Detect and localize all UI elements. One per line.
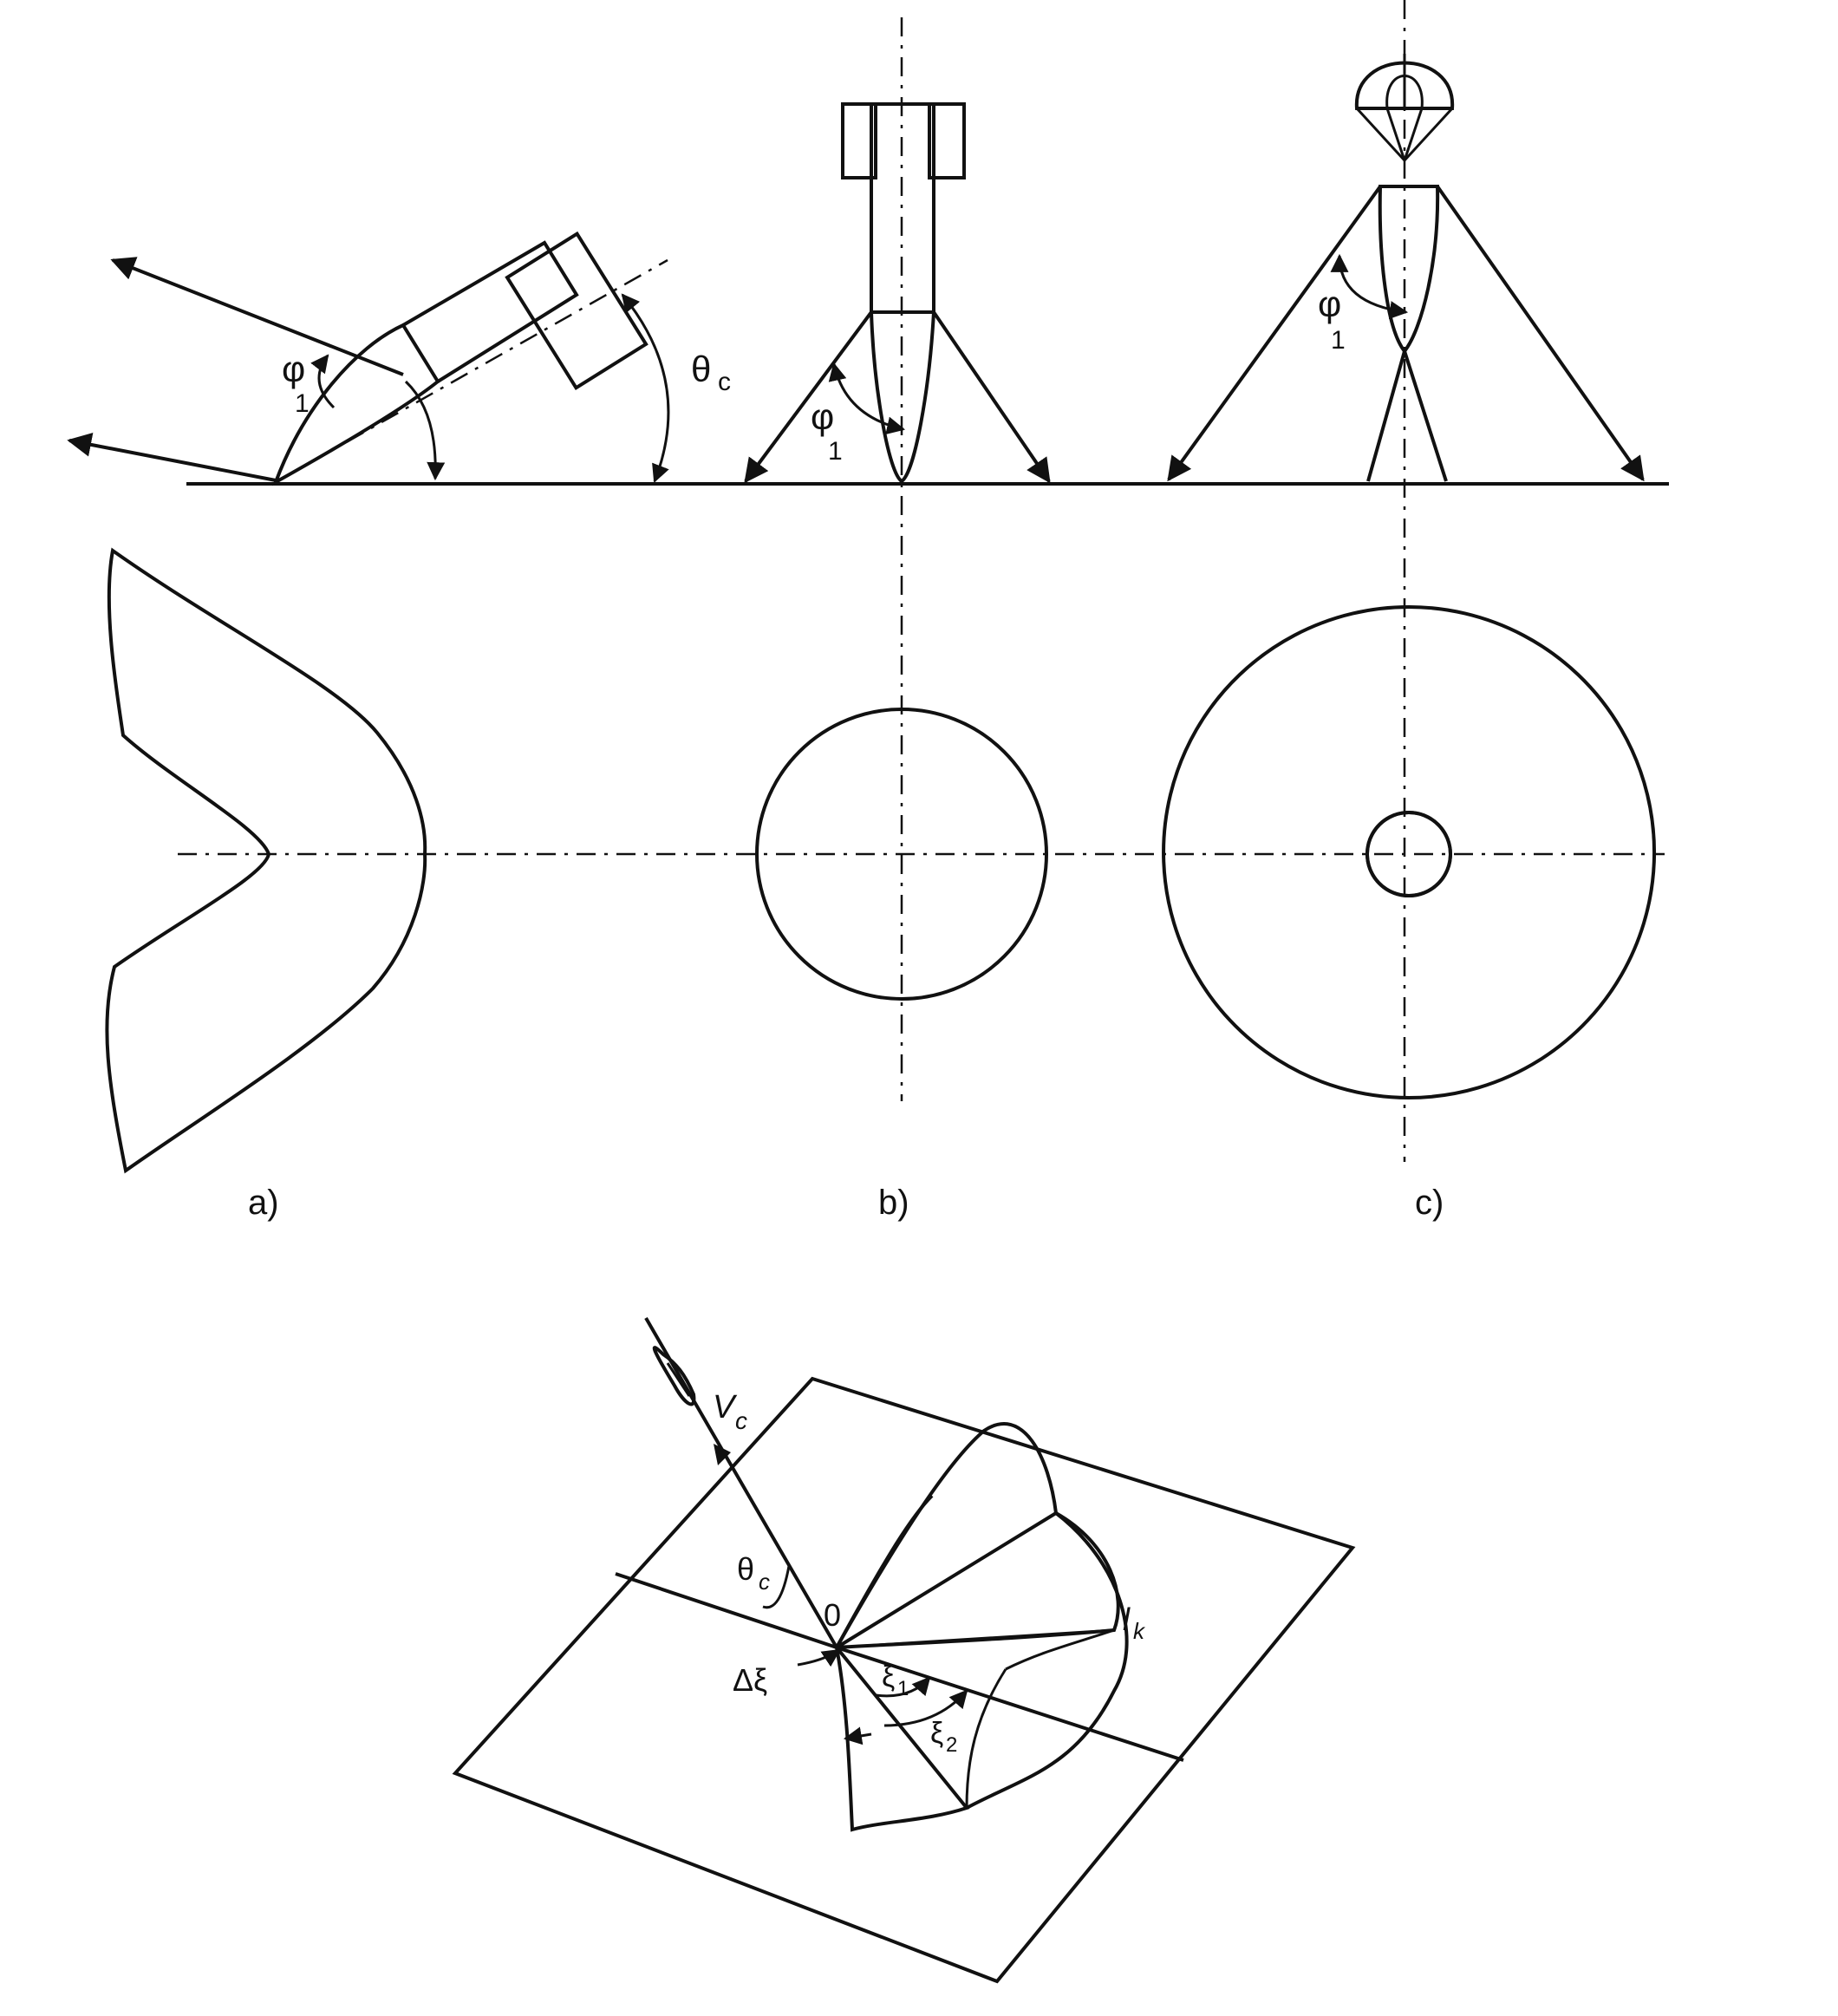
xi1-sub: 1 xyxy=(897,1677,909,1700)
range-sub: k xyxy=(1133,1618,1146,1644)
panel-b-lethal-zone xyxy=(755,708,1048,1001)
panel-a-fragment-arrows xyxy=(67,257,670,483)
plane-axis-1 xyxy=(615,1572,838,1649)
inner-curve xyxy=(965,1668,1007,1809)
panel-a-theta-sub: c xyxy=(718,368,731,396)
inner-curve-2 xyxy=(1005,1628,1115,1671)
velocity-sub: c xyxy=(735,1407,747,1434)
panel-b-projectile xyxy=(841,102,966,484)
plane-axis-2 xyxy=(836,1646,1184,1762)
panel-c-inner-circle xyxy=(1365,811,1452,897)
theta-arc xyxy=(762,1565,791,1609)
xi2-sub: 2 xyxy=(946,1733,957,1757)
panel-c-parachute xyxy=(1354,54,1455,162)
panel-a-projectile xyxy=(272,231,668,486)
bottom-theta: θ xyxy=(737,1551,754,1587)
panel-a-theta: θ xyxy=(691,349,711,389)
panel-b-caption: b) xyxy=(878,1184,909,1222)
velocity-label: V xyxy=(713,1389,738,1426)
fragment-cone xyxy=(835,1422,1129,1810)
bottom-theta-sub: c xyxy=(759,1569,770,1595)
trajectory xyxy=(644,1316,838,1649)
panel-a-phi-sub: 1 xyxy=(295,389,310,418)
delta-xi-label: Δξ xyxy=(733,1662,767,1698)
range-line xyxy=(836,1628,1115,1649)
panel-a-phi: φ xyxy=(282,349,305,389)
ground-plane xyxy=(452,1376,1356,1984)
panel-b-phi-sub: 1 xyxy=(828,437,843,466)
panel-c-projectile xyxy=(1366,185,1448,482)
origin-label: 0 xyxy=(824,1597,841,1633)
panel-b-fragment-arrows xyxy=(744,310,1051,484)
panel-a-caption: a) xyxy=(248,1184,279,1222)
panel-c-phi: φ xyxy=(1318,284,1341,324)
panel-c-phi-sub: 1 xyxy=(1331,326,1346,355)
upper-sector xyxy=(835,1510,1120,1649)
xi2-label: ξ xyxy=(930,1717,943,1750)
panel-c-caption: c) xyxy=(1415,1184,1444,1222)
panel-c-lethal-zone xyxy=(1162,605,1657,1099)
panel-b-phi: φ xyxy=(811,396,834,437)
panel-a-lethal-zone xyxy=(105,547,427,1174)
xi1-label: ξ xyxy=(882,1660,895,1693)
angle-markers xyxy=(797,1648,968,1745)
panel-c-fragment-arrows xyxy=(1167,185,1645,482)
lower-sector xyxy=(835,1646,970,1832)
range-label: l xyxy=(1123,1602,1131,1637)
